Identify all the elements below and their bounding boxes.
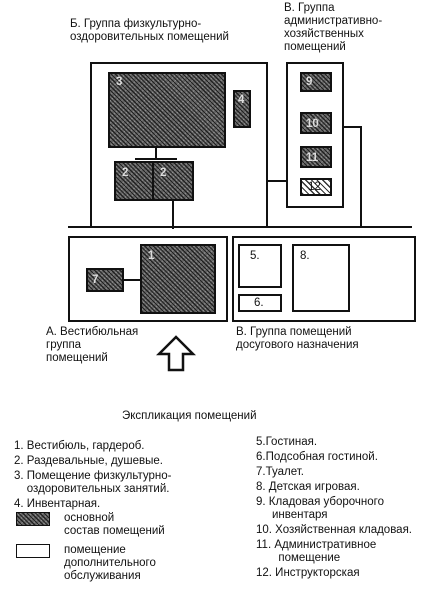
- explication-item: 8. Детская игровая.: [256, 481, 360, 493]
- connector: [268, 180, 286, 182]
- explication-item: 1. Вестибюль, гардероб.: [14, 440, 145, 452]
- explication-item: 12. Инструкторская: [256, 567, 360, 579]
- explication-item: 4. Инвентарная.: [14, 498, 101, 510]
- up-arrow-icon: [155, 334, 197, 374]
- explication-item: 11. Административное помещение: [256, 539, 377, 564]
- legend-extra-label: помещение дополнительного обслуживания: [64, 544, 156, 582]
- explication-item: 10. Хозяйственная кладовая.: [256, 524, 412, 536]
- group-g-label: В. Группа помещений досугового назначени…: [236, 326, 359, 351]
- room-7: 7: [86, 268, 124, 292]
- legend-main-label: основной состав помещений: [64, 512, 165, 537]
- connector: [155, 148, 157, 160]
- room-4: 4: [233, 90, 251, 128]
- group-b-label: Б. Группа физкультурно- оздоровительных …: [70, 18, 229, 43]
- connector: [68, 226, 412, 228]
- explication-title: Экспликация помещений: [122, 410, 257, 422]
- connector: [360, 126, 362, 228]
- room-1: 1: [140, 244, 216, 314]
- group-v-label: В. Группа административно- хозяйственных…: [284, 2, 383, 53]
- room-10: 10: [300, 112, 332, 134]
- connector: [124, 279, 140, 281]
- explication-item: 2. Раздевальные, душевые.: [14, 455, 163, 467]
- room-8: 8.: [292, 244, 350, 312]
- room-5: 5.: [238, 244, 282, 288]
- group-a-label: А. Вестибюльная группа помещений: [46, 326, 139, 364]
- explication-item: 9. Кладовая уборочного инвентаря: [256, 496, 384, 521]
- room-2: 2 2: [114, 161, 194, 201]
- room-3: 3: [108, 72, 226, 148]
- explication-item: 3. Помещение физкультурно- оздоровительн…: [14, 470, 172, 495]
- explication-item: 7.Туалет.: [256, 466, 304, 478]
- explication-right: 5.Гостиная. 6.Подсобная гостиной. 7.Туал…: [256, 436, 436, 580]
- legend-swatch-main: [16, 512, 50, 526]
- room-9: 9: [300, 72, 332, 92]
- divider: [152, 162, 154, 200]
- connector: [344, 126, 362, 128]
- explication-item: 5.Гостиная.: [256, 436, 318, 448]
- legend-swatch-extra: [16, 544, 50, 558]
- room-6: 6.: [238, 294, 282, 312]
- connector: [135, 158, 177, 160]
- explication-left: 1. Вестибюль, гардероб. 2. Раздевальные,…: [14, 440, 234, 511]
- explication-item: 6.Подсобная гостиной.: [256, 451, 378, 463]
- room-11: 11: [300, 146, 332, 168]
- connector: [172, 201, 174, 229]
- room-12: 12: [300, 178, 332, 196]
